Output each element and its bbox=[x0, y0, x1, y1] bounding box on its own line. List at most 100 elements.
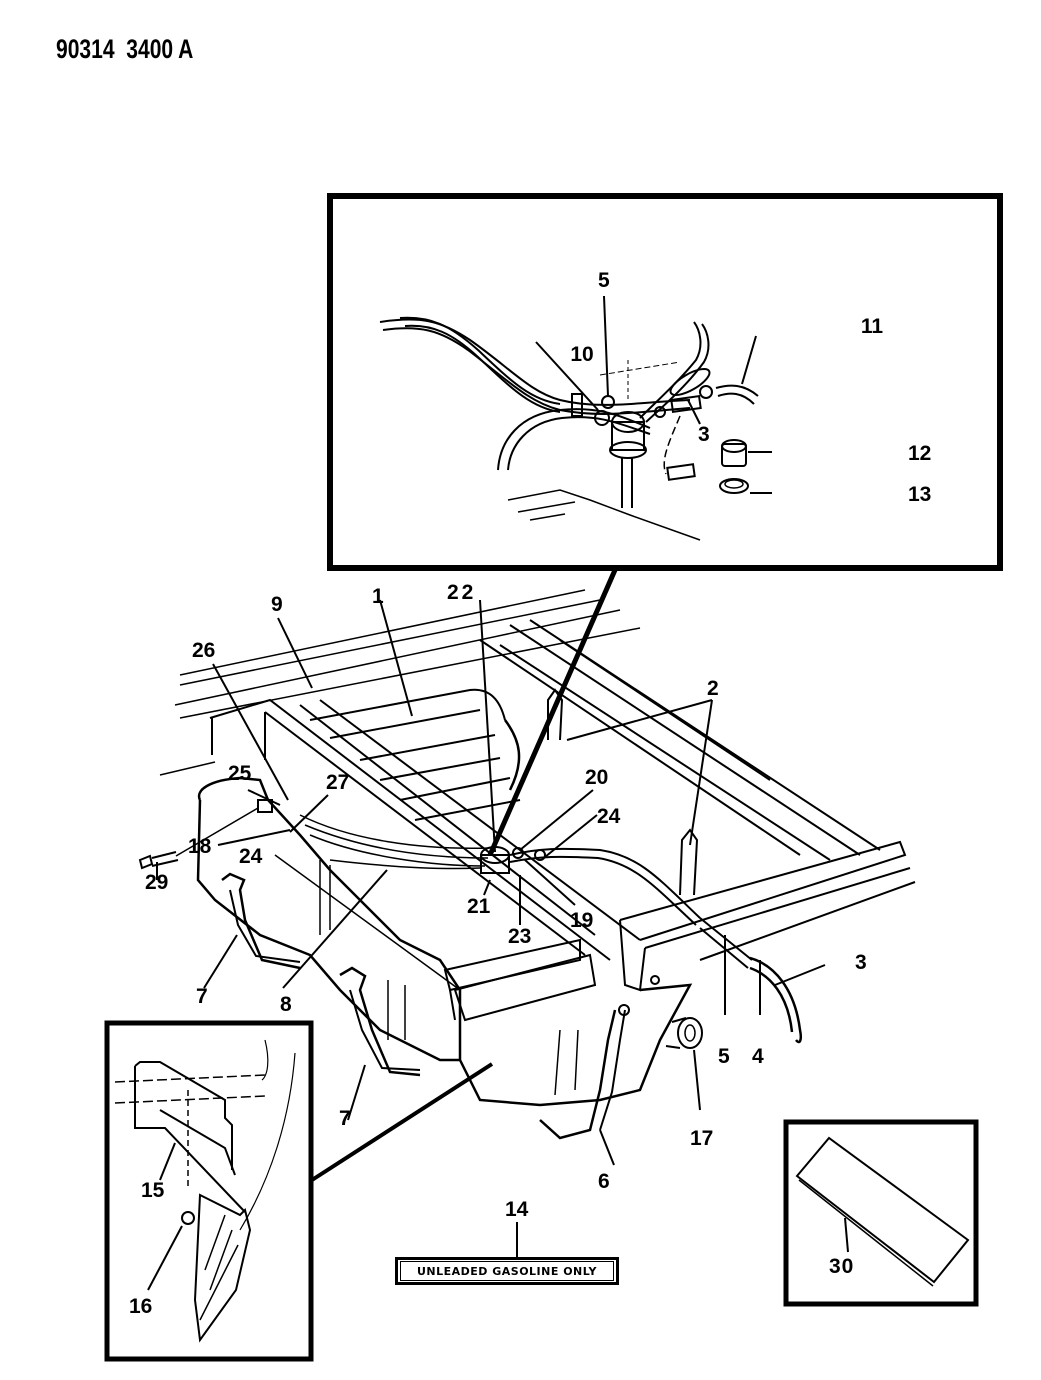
frame-rail-left-3 bbox=[299, 704, 596, 936]
return-loop-coil bbox=[669, 368, 711, 396]
leader-21 bbox=[483, 879, 491, 896]
leader-26 bbox=[212, 663, 289, 801]
leader-30 bbox=[844, 1217, 849, 1253]
clamp-10 bbox=[594, 410, 610, 426]
leader-20 bbox=[519, 789, 594, 851]
frame-rail-right-3 bbox=[509, 624, 861, 856]
filler-neck-17-inner bbox=[684, 1024, 696, 1042]
callout-5-main: 5 bbox=[718, 1045, 730, 1068]
leader-25 bbox=[247, 789, 281, 806]
callout-1: 1 bbox=[372, 585, 384, 608]
bolt-29-axis bbox=[175, 807, 259, 857]
nut-16 bbox=[181, 1211, 195, 1225]
sender-flange bbox=[609, 441, 647, 459]
nut-25 bbox=[257, 799, 273, 813]
shield-curve bbox=[239, 1052, 296, 1231]
skid-shield-2 bbox=[453, 953, 597, 1022]
callout-24-left: 24 bbox=[239, 845, 263, 868]
tank-top-edge-right bbox=[503, 719, 521, 791]
leader-24-right bbox=[544, 814, 598, 858]
leader-17 bbox=[693, 1049, 701, 1111]
shield-left bbox=[134, 1066, 246, 1213]
inset-tank-rib bbox=[529, 513, 566, 521]
inset-frame bbox=[327, 193, 1003, 571]
fitting-12-top bbox=[721, 439, 747, 453]
hose-11 bbox=[715, 384, 759, 397]
callout-20: 20 bbox=[585, 766, 609, 789]
clamp-11 bbox=[699, 385, 713, 399]
callout-3-main: 3 bbox=[855, 951, 867, 974]
clamp-right bbox=[654, 406, 666, 418]
tank-left-end bbox=[196, 799, 460, 1062]
callout-14: 14 bbox=[505, 1198, 529, 1221]
inset-30-frame bbox=[783, 1119, 979, 1307]
fuel-line-right-2 bbox=[509, 855, 697, 926]
inset-shield bbox=[104, 1020, 314, 1362]
inset-pointer-top bbox=[487, 568, 618, 857]
callout-12: 12 bbox=[908, 442, 932, 465]
crossmember-bracket bbox=[619, 919, 646, 992]
crossmember-right bbox=[619, 840, 907, 941]
fuel-hose-upper bbox=[379, 318, 691, 406]
strap-left bbox=[221, 872, 301, 970]
gasket-13 bbox=[719, 478, 749, 494]
callout-18: 18 bbox=[188, 835, 212, 858]
inset-sending-unit bbox=[327, 193, 1003, 571]
shield-top bbox=[134, 1061, 233, 1170]
callout-5-inset: 5 bbox=[598, 269, 610, 292]
return-tube-loop bbox=[639, 321, 702, 419]
fuel-hose-upper-2 bbox=[382, 327, 691, 415]
callout-6: 6 bbox=[598, 1170, 610, 1193]
dash-guide bbox=[599, 361, 681, 376]
leader-9 bbox=[277, 617, 313, 689]
callout-4: 4 bbox=[752, 1045, 764, 1068]
frame-rail-right-1 bbox=[479, 639, 801, 856]
skid-shield bbox=[443, 938, 581, 992]
hose-3-loose bbox=[666, 463, 696, 481]
leader-24-left bbox=[274, 854, 461, 991]
leader-5-inset bbox=[603, 295, 609, 397]
leader-2-b bbox=[689, 699, 713, 846]
callout-9: 9 bbox=[271, 593, 283, 616]
callout-21: 21 bbox=[467, 895, 491, 918]
callout-13: 13 bbox=[908, 483, 932, 506]
clamp-5 bbox=[601, 395, 615, 409]
frame-rail-right-5 bbox=[559, 639, 771, 781]
leader-19 bbox=[524, 859, 576, 906]
leader-1 bbox=[379, 599, 413, 717]
inset-tank-surface-2 bbox=[517, 501, 576, 513]
hose-11-2 bbox=[717, 392, 755, 405]
strap-right-2 bbox=[599, 1009, 626, 1131]
tank-top-rib-1 bbox=[309, 688, 506, 721]
sender-unit-main-body bbox=[480, 854, 510, 874]
callout-19: 19 bbox=[570, 909, 594, 932]
floor-line-3 bbox=[174, 609, 621, 706]
leader-22 bbox=[479, 599, 496, 853]
hose-3-main-2 bbox=[749, 966, 794, 1033]
callout-29: 29 bbox=[145, 871, 169, 894]
inset-part-30 bbox=[783, 1119, 979, 1307]
tank-top-rib-3 bbox=[359, 734, 496, 761]
document-id: 90314 3400 A bbox=[56, 34, 194, 64]
hose-3-main bbox=[749, 956, 803, 1044]
strap-right-bolt bbox=[618, 1004, 630, 1016]
leader-10 bbox=[535, 341, 599, 411]
inset-shield-frame bbox=[104, 1020, 314, 1362]
callout-17: 17 bbox=[690, 1127, 714, 1150]
callout-11: 11 bbox=[860, 315, 884, 338]
leader-18 bbox=[217, 829, 291, 846]
frame-rail-left-2 bbox=[264, 711, 586, 956]
callout-16: 16 bbox=[129, 1295, 153, 1318]
tank-rib-5 bbox=[554, 1029, 561, 1096]
callout-30: 30 bbox=[829, 1255, 855, 1278]
shield-plate bbox=[193, 1193, 252, 1343]
return-tube-loop-2 bbox=[645, 323, 710, 423]
tank-top-rib-5 bbox=[399, 777, 511, 801]
decal-text: UNLEADED GASOLINE ONLY bbox=[400, 1261, 614, 1281]
fuel-hose-mid-2 bbox=[404, 324, 561, 413]
callout-25: 25 bbox=[228, 762, 252, 785]
inset-tank-surface bbox=[507, 489, 701, 541]
callout-8: 8 bbox=[280, 993, 292, 1016]
shield-dash-3 bbox=[114, 1095, 266, 1104]
